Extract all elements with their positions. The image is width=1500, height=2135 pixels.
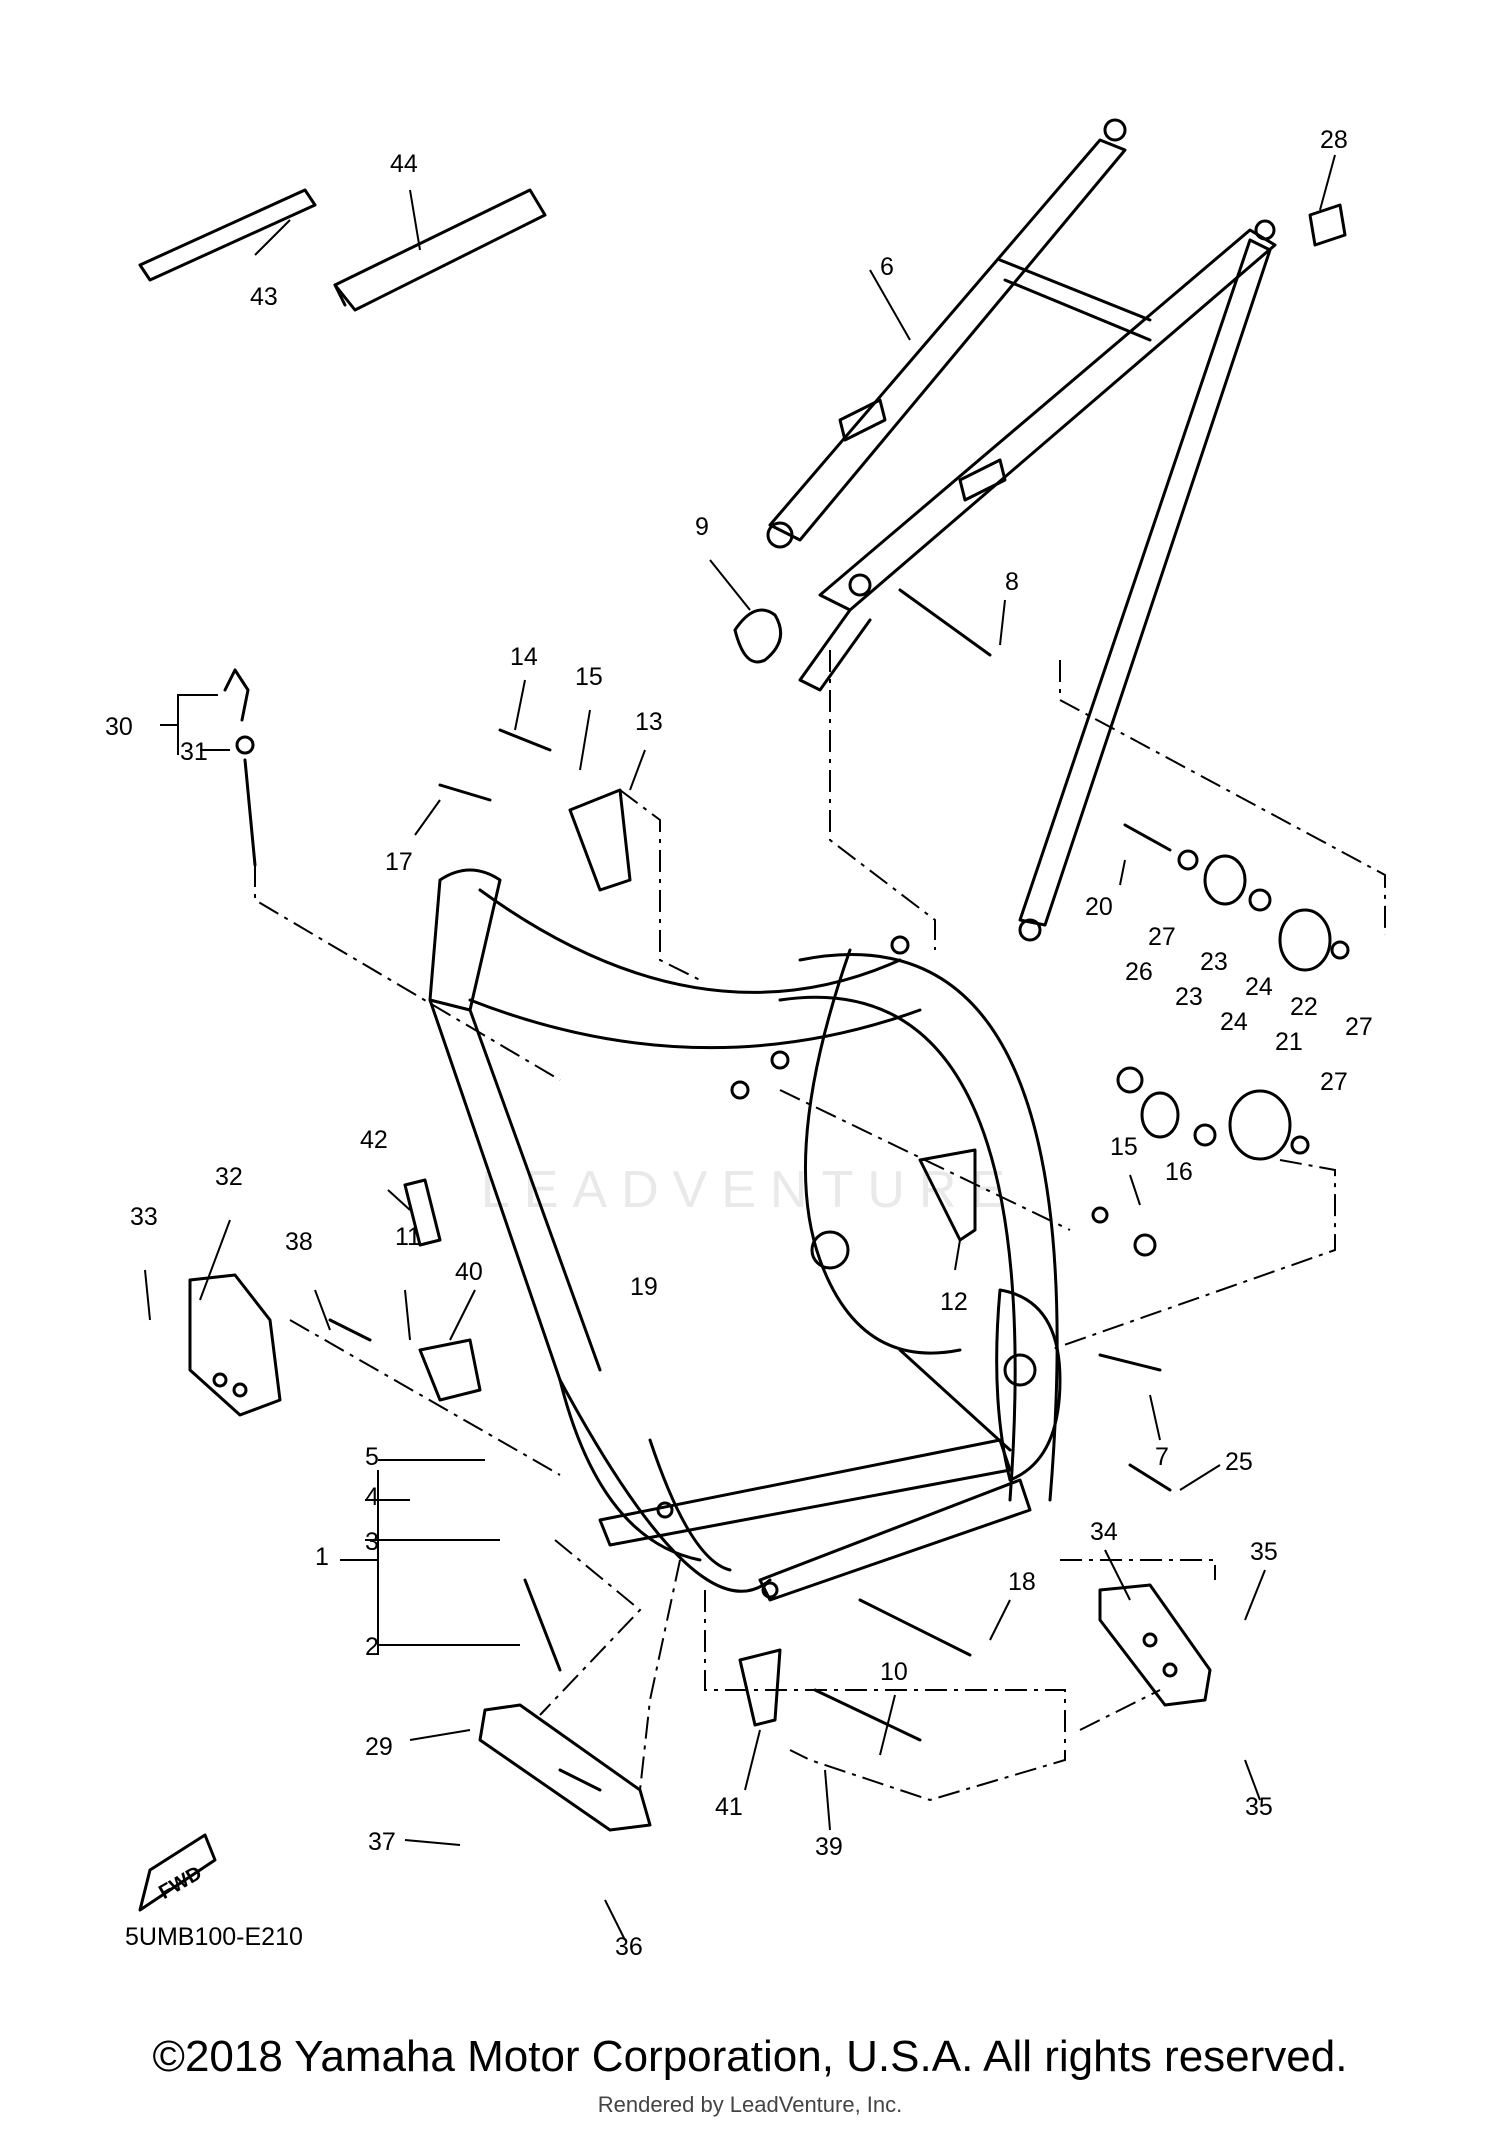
callout-10: 10 (880, 1658, 908, 1686)
guide-lines (254, 650, 1386, 1802)
bolt-8[interactable] (898, 588, 992, 657)
leader-lines (144, 154, 1336, 1941)
callout-38: 38 (285, 1228, 313, 1256)
callout-32: 32 (215, 1163, 243, 1191)
callout-28: 28 (1320, 126, 1348, 154)
callout-33: 33 (130, 1203, 158, 1231)
callout-11: 11 (395, 1223, 421, 1251)
callout-9: 9 (695, 513, 709, 541)
bolt-18[interactable] (858, 1598, 972, 1657)
drain-bolt-2[interactable] (523, 1578, 562, 1672)
rear-subframe[interactable] (766, 118, 1277, 942)
callout-34: 34 (1090, 1518, 1118, 1546)
callout-42: 42 (360, 1126, 388, 1154)
callout-8: 8 (1005, 568, 1019, 596)
callout-6: 6 (880, 253, 894, 281)
callout-26: 26 (1125, 958, 1153, 986)
dipstick[interactable] (223, 668, 257, 867)
callout-14: 14 (510, 643, 538, 671)
callout-12: 12 (940, 1288, 968, 1316)
bolt-10[interactable] (813, 1688, 922, 1742)
callout-18: 18 (1008, 1568, 1036, 1596)
callout-35a: 35 (1250, 1538, 1278, 1566)
callout-labels: 1 2 3 4 5 6 7 8 9 10 11 12 13 14 15 15 1… (105, 126, 1373, 1961)
callout-41: 41 (715, 1793, 743, 1821)
callout-17: 17 (385, 848, 413, 876)
bracket-12[interactable] (918, 1148, 977, 1242)
bolt-7[interactable] (1098, 1353, 1162, 1372)
cap-28[interactable] (1308, 203, 1347, 247)
bracket-41[interactable] (738, 1648, 782, 1727)
bolt-17[interactable] (438, 783, 492, 802)
fwd-label: FWD (155, 1862, 205, 1904)
callout-24a: 24 (1245, 973, 1273, 1001)
clip-9[interactable] (733, 608, 783, 664)
callout-25: 25 (1225, 1448, 1253, 1476)
callout-19: 19 (630, 1273, 658, 1301)
callout-40: 40 (455, 1258, 483, 1286)
callout-44: 44 (390, 150, 418, 178)
engine-guard-right[interactable] (1098, 1583, 1212, 1707)
callout-16: 16 (1165, 1158, 1193, 1186)
callout-15b: 15 (1110, 1133, 1138, 1161)
callout-27a: 27 (1148, 923, 1176, 951)
callout-31: 31 (180, 738, 208, 766)
callout-35b: 35 (1245, 1793, 1273, 1821)
callout-13: 13 (635, 708, 663, 736)
wrench-tool[interactable] (138, 188, 317, 282)
callout-36: 36 (615, 1933, 643, 1961)
callout-27c: 27 (1320, 1068, 1348, 1096)
bracket-40[interactable] (418, 1338, 482, 1402)
callout-24b: 24 (1220, 1008, 1248, 1036)
main-frame[interactable] (428, 868, 1062, 1602)
callout-7: 7 (1155, 1443, 1169, 1471)
engine-guard-left[interactable] (188, 1273, 282, 1417)
copyright-notice: ©2018 Yamaha Motor Corporation, U.S.A. A… (152, 2032, 1348, 2081)
damper-rubbers[interactable] (1091, 849, 1350, 1257)
callout-5: 5 (365, 1443, 379, 1471)
callout-4: 4 (365, 1483, 379, 1511)
callout-21: 21 (1275, 1028, 1303, 1056)
bracket-13[interactable] (568, 788, 632, 892)
diagram-code: 5UMB100-E210 (125, 1923, 303, 1951)
callout-2: 2 (365, 1633, 379, 1661)
callout-20: 20 (1085, 893, 1113, 921)
callout-43: 43 (250, 283, 278, 311)
fwd-arrow (138, 1833, 217, 1912)
spacer-42[interactable] (403, 1178, 442, 1247)
callout-37: 37 (368, 1828, 396, 1856)
callout-27b: 27 (1345, 1013, 1373, 1041)
bolt-14[interactable] (498, 728, 552, 752)
bolt-38[interactable] (328, 1318, 372, 1342)
watermark: LEADVENTURE (480, 1161, 1020, 1219)
rendered-by: Rendered by LeadVenture, Inc. (597, 2092, 903, 2117)
callout-39: 39 (815, 1833, 843, 1861)
socket-tool[interactable] (333, 188, 547, 312)
callout-23b: 23 (1175, 983, 1203, 1011)
bolt-20[interactable] (1123, 823, 1172, 852)
callout-3: 3 (365, 1528, 379, 1556)
callout-23a: 23 (1200, 948, 1228, 976)
callout-29: 29 (365, 1733, 393, 1761)
callout-30: 30 (105, 713, 133, 741)
callout-22: 22 (1290, 993, 1318, 1021)
skid-plate[interactable] (478, 1703, 652, 1832)
callout-15a: 15 (575, 663, 603, 691)
bolt-25[interactable] (1128, 1463, 1172, 1492)
callout-1: 1 (315, 1543, 329, 1571)
